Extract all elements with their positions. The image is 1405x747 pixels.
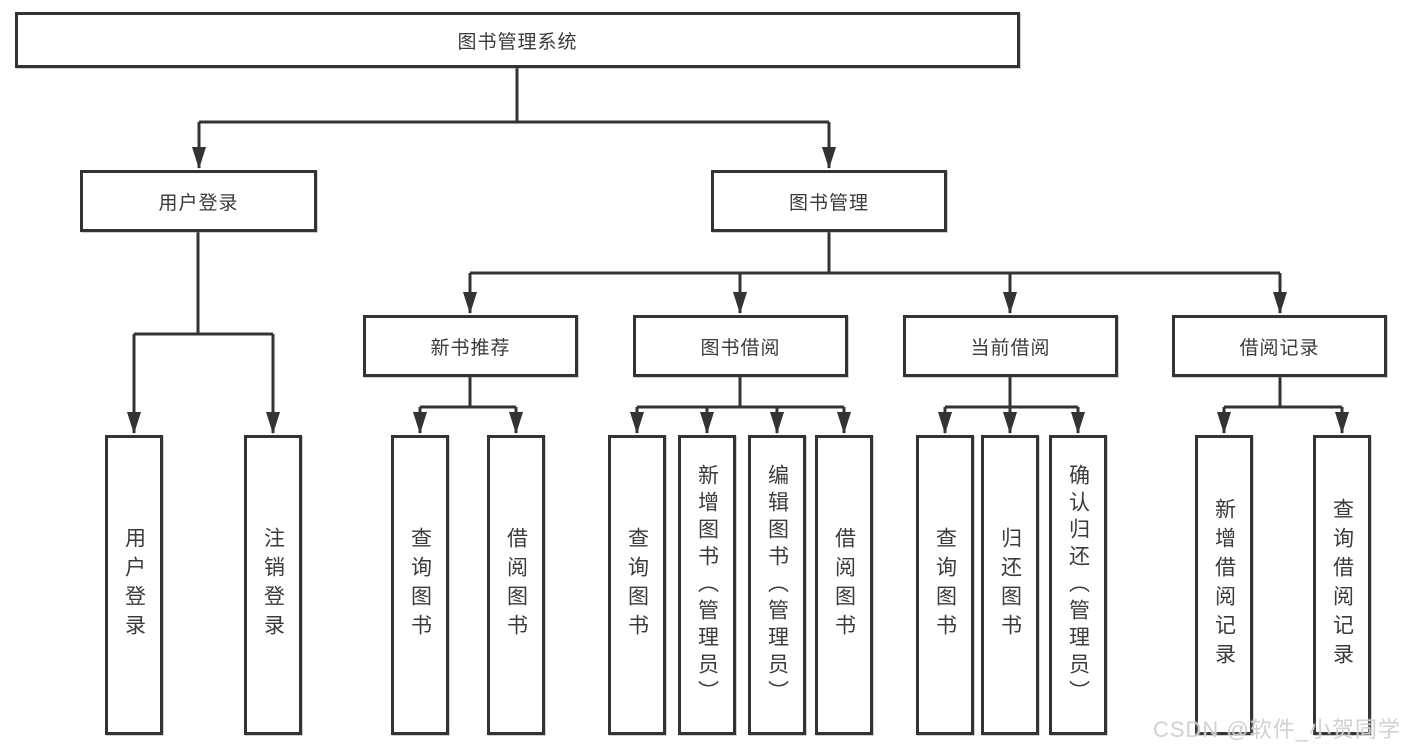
csdn-watermark: CSDN @软件_小贺同学	[1152, 717, 1401, 742]
leaf-user-login: 用户登录	[105, 435, 163, 735]
leaf-add-books-admin: 新增图书（管理员）	[678, 435, 736, 735]
node-user-login-branch: 用户登录	[80, 170, 317, 232]
leaf-logout: 注销登录	[244, 435, 302, 735]
node-book-management-branch: 图书管理	[711, 170, 947, 232]
leaf-confirm-return-admin: 确认归还（管理员）	[1049, 435, 1107, 735]
node-new-book-recommend: 新书推荐	[363, 315, 578, 377]
node-root-system: 图书管理系统	[15, 12, 1020, 68]
leaf-edit-books-admin: 编辑图书（管理员）	[748, 435, 806, 735]
leaf-borrow-books-1: 借阅图书	[487, 435, 545, 735]
node-borrow-records: 借阅记录	[1172, 315, 1387, 377]
leaf-add-borrow-record: 新增借阅记录	[1195, 435, 1253, 735]
leaf-query-books-3: 查询图书	[916, 435, 974, 735]
node-current-borrow: 当前借阅	[903, 315, 1118, 377]
leaf-return-books: 归还图书	[981, 435, 1039, 735]
leaf-borrow-books-2: 借阅图书	[815, 435, 873, 735]
leaf-query-books-1: 查询图书	[391, 435, 449, 735]
leaf-query-borrow-record: 查询借阅记录	[1313, 435, 1371, 735]
node-book-borrow: 图书借阅	[633, 315, 848, 377]
leaf-query-books-2: 查询图书	[608, 435, 666, 735]
